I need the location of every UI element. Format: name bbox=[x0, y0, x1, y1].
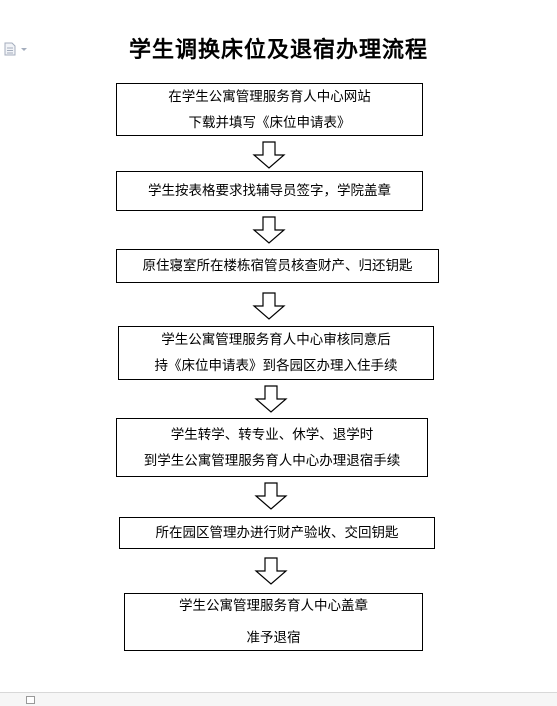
page-title: 学生调换床位及退宿办理流程 bbox=[128, 38, 428, 63]
flow-step-check-in: 学生公寓管理服务育人中心审核同意后 持《床位申请表》到各园区办理入住手续 bbox=[118, 326, 434, 380]
step-text: 原住寝室所在楼栋宿管员核查财产、归还钥匙 bbox=[142, 258, 413, 274]
step-text: 到学生公寓管理服务育人中心办理退宿手续 bbox=[143, 452, 401, 469]
flow-step-final-approval: 学生公寓管理服务育人中心盖章 准予退宿 bbox=[124, 593, 423, 651]
down-arrow-icon bbox=[254, 385, 288, 413]
step-text: 学生公寓管理服务育人中心审核同意后 bbox=[161, 332, 391, 348]
step-text: 所在园区管理办进行财产验收、交回钥匙 bbox=[155, 525, 399, 541]
flow-step-checkout-request: 学生转学、转专业、休学、退学时 到学生公寓管理服务育人中心办理退宿手续 bbox=[116, 418, 428, 477]
step-text: 准予退宿 bbox=[246, 630, 301, 646]
step-text: 学生转学、转专业、休学、退学时 bbox=[170, 426, 374, 443]
top-right-crop-mark: ¬ bbox=[499, 0, 507, 4]
page-icon[interactable] bbox=[26, 696, 35, 704]
document-icon[interactable] bbox=[4, 42, 32, 56]
step-text: 学生公寓管理服务育人中心盖章 bbox=[179, 598, 368, 614]
down-arrow-icon bbox=[252, 141, 286, 169]
step-text: 学生按表格要求找辅导员签字，学院盖章 bbox=[148, 183, 391, 199]
flow-step-counselor-signature: 学生按表格要求找辅导员签字，学院盖章 bbox=[116, 171, 423, 211]
dropdown-caret-icon bbox=[21, 48, 27, 51]
step-text: 持《床位申请表》到各园区办理入住手续 bbox=[154, 358, 398, 374]
step-text: 在学生公寓管理服务育人中心网站 bbox=[168, 88, 371, 105]
flow-step-download-form: 在学生公寓管理服务育人中心网站 下载并填写《床位申请表》 bbox=[116, 83, 423, 136]
down-arrow-icon bbox=[254, 557, 288, 585]
step-text: 下载并填写《床位申请表》 bbox=[188, 114, 351, 131]
flow-step-property-inspection: 所在园区管理办进行财产验收、交回钥匙 bbox=[119, 517, 435, 549]
top-left-crop-mark: ⌐ bbox=[16, 0, 24, 4]
down-arrow-icon bbox=[254, 482, 288, 510]
down-arrow-icon bbox=[252, 292, 286, 320]
down-arrow-icon bbox=[252, 216, 286, 244]
bottom-status-bar bbox=[0, 692, 557, 706]
flow-step-return-keys: 原住寝室所在楼栋宿管员核查财产、归还钥匙 bbox=[116, 249, 439, 283]
